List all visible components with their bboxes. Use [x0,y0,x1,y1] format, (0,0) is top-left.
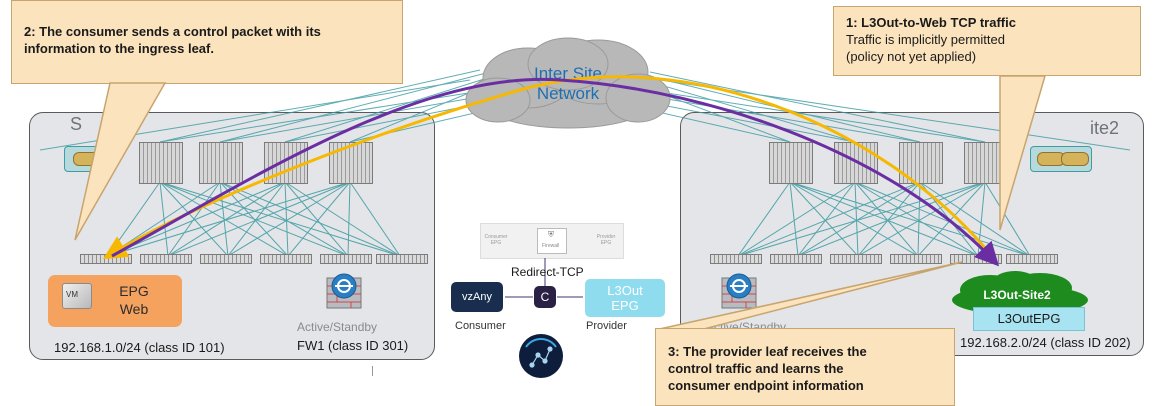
l3out-epg-contract-box: L3Out EPG [585,279,665,317]
graph-node-label: Firewall [542,243,560,249]
leaf-switch [376,254,428,264]
leaf-switch [1006,254,1058,264]
epg-web-line1: EPG [119,283,149,299]
callout-step1-line2: Traffic is implicitly permitted [846,32,1005,47]
graph-node-box: ⛨ Firewall [537,228,567,254]
provider-label: Provider [586,320,627,332]
site2-service-chain [1030,146,1092,172]
spine-switch [199,142,243,184]
site1-label: S [70,114,83,134]
firewall-icon [326,273,362,309]
shield-icon: ⛨ [548,230,554,239]
divider [372,366,373,376]
callout-step1-title: 1: L3Out-to-Web TCP traffic [846,15,1016,30]
l3out-contract-line2: EPG [611,298,639,313]
l3out-epg-box: L3OutEPG [973,307,1085,331]
leaf-switch [710,254,762,264]
vm-label: VM [66,290,78,299]
site1-subnet: 192.168.1.0/24 (class ID 101) [54,340,225,355]
graph-provider-label: Provider EPG [596,234,616,246]
leaf-switch [890,254,942,264]
site2-label: ite2 [1090,118,1120,138]
site2-subnet: 192.168.2.0/24 (class ID 202) [960,335,1131,350]
purple-control-path [111,77,1000,267]
site1-fw-id: FW1 (class ID 301) [297,338,409,353]
callout-step3: 3: The provider leaf receives the contro… [655,328,955,406]
leaf-switch [140,254,192,264]
l3out-contract-line1: L3Out [607,283,643,298]
graph-consumer-label: Consumer EPG [484,234,508,246]
contract-c-box: C [534,286,556,308]
epg-web-line2: Web [119,301,149,317]
vzany-box: vzAny [451,282,503,312]
callout-step2: 2: The consumer sends a control packet w… [11,0,403,84]
cloud-label-line2: Network [536,84,600,103]
callout-step1-line3: (policy not yet applied) [846,49,977,64]
nexus-dashboard-logo [519,334,563,378]
redirect-label: Redirect-TCP [511,265,584,279]
spine-switch [139,142,183,184]
leaf-switch [200,254,252,264]
epg-web-box: VM EPG Web [48,275,182,327]
leaf-switch [830,254,882,264]
leaf-switch [770,254,822,264]
spine-switch [329,142,373,184]
spine-switch [769,142,813,184]
service-graph-template: Consumer EPG ⛨ Firewall Provider EPG [480,223,624,259]
callout-step1: 1: L3Out-to-Web TCP traffic Traffic is i… [833,6,1141,76]
leaf-switch [260,254,312,264]
l3out-site2-label: L3Out-Site2 [983,288,1051,302]
leaf-switch [320,254,372,264]
consumer-label: Consumer [455,320,506,332]
epg-web-label: EPG Web [104,282,164,318]
firewall-icon [721,273,757,309]
vm-icon: VM [62,283,92,309]
site1-fw-status: Active/Standby [297,320,378,334]
yellow-traffic-path [102,75,997,261]
